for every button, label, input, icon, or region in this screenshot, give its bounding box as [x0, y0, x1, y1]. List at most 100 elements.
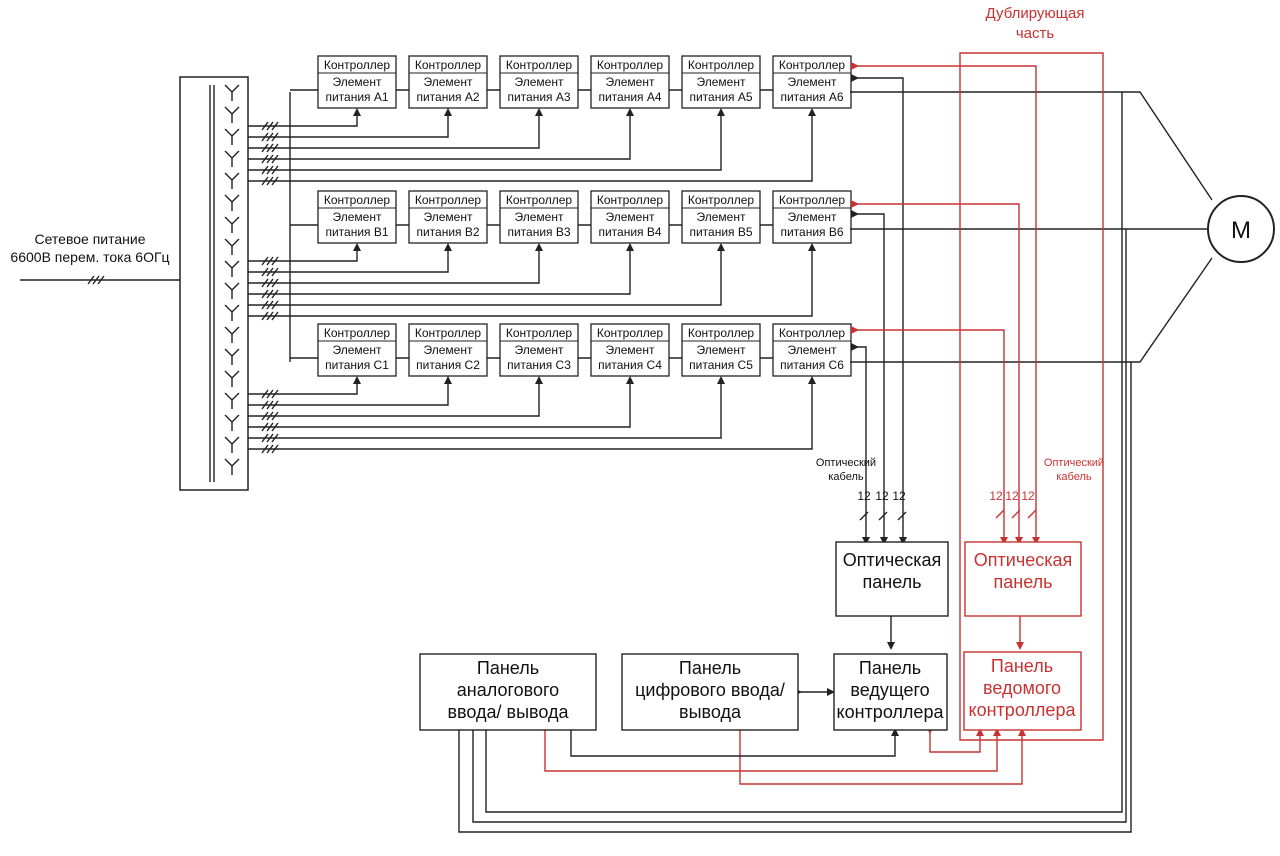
cell-feed: [248, 243, 634, 295]
cell-frame: [590, 55, 670, 109]
feed-phase-ticks: [261, 289, 279, 299]
cell-feed: [248, 108, 725, 171]
cell-name-label: питания A4: [598, 90, 661, 104]
cell-element-label: Элемент: [606, 75, 655, 89]
digital-io-panel-line2: цифрового ввода/: [635, 680, 785, 700]
control-wiring: [455, 92, 1132, 833]
optical-panel-slave: [964, 541, 1082, 617]
cell-controller-label: Контроллер: [324, 58, 391, 72]
digital-io-panel-line3: вывода: [679, 702, 742, 722]
winding-symbol: [224, 414, 240, 431]
cell-controller-label: Контроллер: [415, 193, 482, 207]
cell-controller-label: Контроллер: [597, 58, 664, 72]
cell-element-label: Элемент: [788, 210, 837, 224]
cell-feed: [248, 243, 725, 306]
optical-cable-label-black-line1: Оптический: [816, 457, 876, 469]
feed-phase-ticks: [261, 176, 279, 186]
cell-feed: [248, 376, 725, 439]
feed-phase-ticks: [261, 121, 279, 131]
master-controller-panel: [833, 653, 948, 731]
winding-symbol: [224, 194, 240, 211]
winding-symbol: [224, 282, 240, 299]
winding-symbol: [224, 370, 240, 387]
cell-frame: [590, 323, 670, 377]
cell-name-label: питания A2: [416, 90, 479, 104]
cell-frame: [772, 190, 852, 244]
feed-phase-ticks: [261, 300, 279, 310]
optical-cable-label-red-line1: Оптический: [1044, 457, 1104, 469]
optical-panel-slave-line1: Оптическая: [974, 550, 1072, 570]
cell-controller-label: Контроллер: [415, 326, 482, 340]
cell-name-label: питания A3: [507, 90, 570, 104]
feed-phase-ticks: [261, 400, 279, 410]
cell-controller-label: Контроллер: [597, 326, 664, 340]
supply-label-line2: 6600В перем. тока 6ОГц: [10, 249, 169, 265]
cell-controller-label: Контроллер: [688, 326, 755, 340]
winding-symbol: [224, 150, 240, 167]
feed-phase-ticks: [261, 165, 279, 175]
cell-frame: [499, 190, 579, 244]
cell-feed: [248, 376, 361, 395]
cell-feed-wires: [248, 89, 816, 454]
cell-feed: [248, 108, 452, 138]
winding-symbol: [224, 106, 240, 123]
cell-frame: [681, 55, 761, 109]
cell-element-label: Элемент: [606, 210, 655, 224]
cell-feed: [248, 376, 452, 406]
optical-panel-master-line2: панель: [863, 572, 922, 592]
cell-element-label: Элемент: [697, 210, 746, 224]
optical-cables-black: [851, 74, 907, 545]
winding-symbol: [224, 238, 240, 255]
redundant-wiring: [541, 52, 1104, 785]
cell-name-label: питания B4: [598, 225, 661, 239]
analog-io-panel-line1: Панель: [477, 658, 539, 678]
cell-feed: [248, 108, 543, 149]
feed-phase-ticks: [261, 444, 279, 454]
red-cable-count-1: 12: [989, 489, 1003, 503]
cell-name-label: питания B3: [507, 225, 570, 239]
motor-label: M: [1231, 217, 1251, 244]
master-controller-panel-line2: ведущего: [850, 680, 929, 700]
cell-element-label: Элемент: [515, 75, 564, 89]
cell-element-label: Элемент: [333, 210, 382, 224]
cell-feed: [248, 108, 634, 160]
cell-frame: [499, 55, 579, 109]
red-cable-count-2: 12: [1005, 489, 1019, 503]
cell-element-label: Элемент: [515, 343, 564, 357]
cell-controller-label: Контроллер: [506, 58, 573, 72]
cell-frame: [317, 55, 397, 109]
feed-phase-ticks: [261, 389, 279, 399]
cell-controller-label: Контроллер: [597, 193, 664, 207]
feed-phase-ticks: [261, 433, 279, 443]
redundant-title-line2: часть: [1016, 25, 1055, 42]
cell-controller-label: Контроллер: [779, 193, 846, 207]
motor-lead-c: [850, 257, 1213, 363]
feed-phase-ticks: [261, 278, 279, 288]
optical-panel-master: [835, 541, 949, 617]
cell-frame: [408, 323, 488, 377]
cell-element-label: Элемент: [424, 210, 473, 224]
cell-name-label: питания C6: [780, 358, 844, 372]
motor-lead-a: [850, 91, 1213, 201]
optical-cable-label-black-line2: кабель: [828, 471, 864, 483]
supply-label-line1: Сетевое питание: [35, 231, 146, 247]
cable-count-2: 12: [875, 489, 889, 503]
cell-controller-label: Контроллер: [415, 58, 482, 72]
feed-phase-ticks: [261, 411, 279, 421]
cell-frame: [681, 190, 761, 244]
cell-feed: [248, 243, 816, 317]
cell-controller-label: Контроллер: [688, 58, 755, 72]
cable-count-3: 12: [892, 489, 906, 503]
winding-symbol: [224, 326, 240, 343]
cell-feed: [248, 108, 816, 182]
cell-element-label: Элемент: [424, 75, 473, 89]
cell-name-label: питания A6: [780, 90, 843, 104]
analog-io-panel: [419, 653, 597, 731]
cable-count-1: 12: [857, 489, 871, 503]
